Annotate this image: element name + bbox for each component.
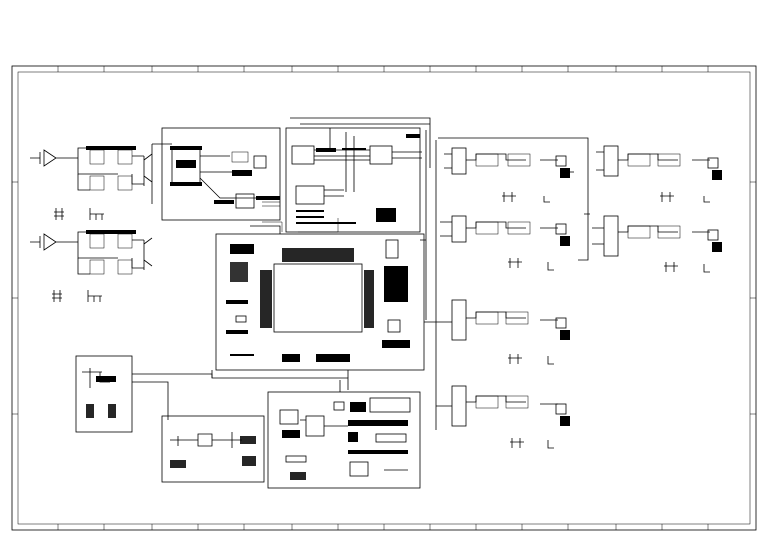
output-channel-1 — [435, 137, 589, 430]
left-input-block-lower — [30, 230, 153, 302]
mcu-pins-right — [364, 270, 374, 328]
frame-ticks — [12, 66, 756, 530]
output-channel-4 — [436, 385, 570, 449]
mcu-pins-top — [282, 248, 354, 262]
left-power-block — [75, 355, 349, 433]
left-input-block-upper — [30, 146, 153, 220]
driver-block — [267, 380, 421, 489]
output-channel-3 — [436, 299, 570, 365]
resistor-array-upper — [54, 208, 104, 220]
mcu-chip — [273, 263, 363, 333]
mcu-block — [215, 130, 427, 371]
output-channel-2 — [440, 215, 570, 271]
output-channel-5 — [578, 145, 722, 261]
logic-block-top-right — [285, 117, 431, 233]
drawing-frame — [11, 65, 757, 531]
interconnect-wires — [211, 218, 436, 378]
output-channel-6 — [592, 215, 722, 273]
mcu-pins-left — [260, 270, 272, 328]
interface-block — [161, 415, 265, 483]
resistor-array-lower — [52, 290, 102, 302]
logic-block-top-left — [151, 127, 281, 221]
